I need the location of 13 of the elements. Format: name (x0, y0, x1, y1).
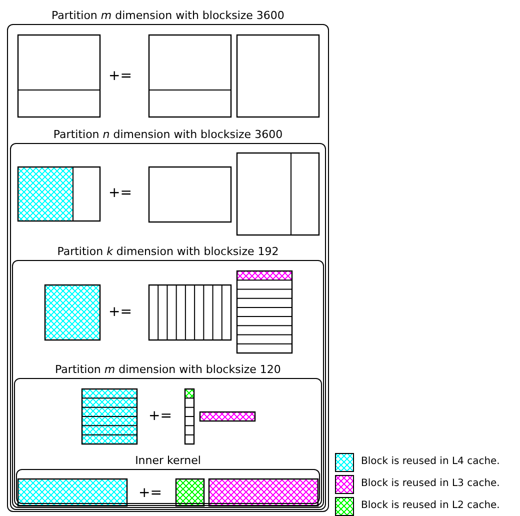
frame-heading: Partition n dimension with blocksize 3600 (52, 128, 284, 141)
legend-text: Block is reused in L3 cache. (361, 478, 500, 490)
frame-heading: Partition m dimension with blocksize 120 (54, 363, 282, 376)
frame-heading: Partition k dimension with blocksize 192 (56, 245, 280, 258)
operator-label: += (108, 304, 132, 320)
frame-heading: Partition m dimension with blocksize 3600 (50, 9, 286, 22)
operator-label: += (138, 485, 162, 501)
operator-label: += (108, 185, 132, 201)
operator-label: += (148, 408, 172, 424)
frame-heading: Inner kernel (134, 454, 202, 467)
legend-text: Block is reused in L4 cache. (361, 456, 500, 468)
operator-label: += (108, 68, 132, 84)
legend-text: Block is reused in L2 cache. (361, 500, 500, 512)
